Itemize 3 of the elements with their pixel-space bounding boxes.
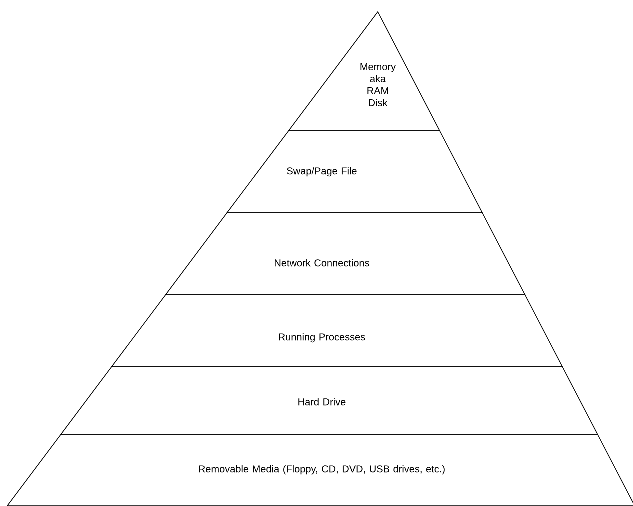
pyramid-tier: Hard Drive	[60, 366, 599, 436]
pyramid-tier: Network Connections	[165, 212, 526, 296]
pyramid-tier: Running Processes	[111, 294, 564, 368]
